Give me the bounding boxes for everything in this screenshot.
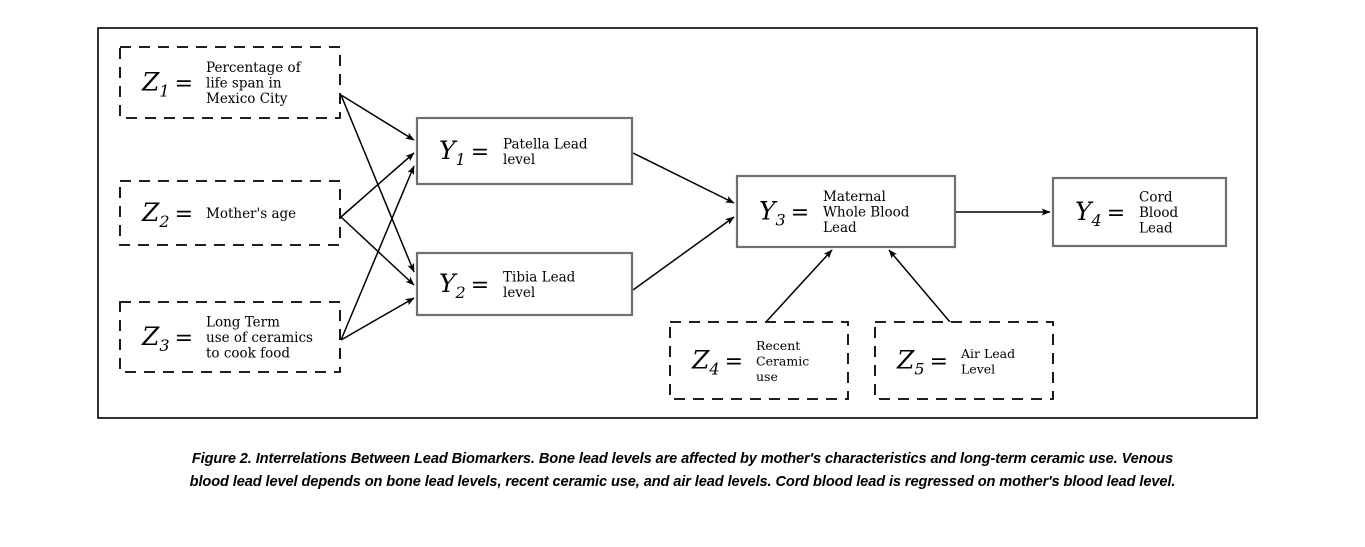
node-symbol-z5: Z5= xyxy=(896,346,948,379)
node-description-z2: Mother's age xyxy=(206,206,296,222)
edge-y1-to-y3 xyxy=(632,152,735,204)
node-box-z1 xyxy=(119,46,341,119)
edge-z5-to-y3 xyxy=(888,249,951,323)
node-box-z4 xyxy=(669,321,849,400)
node-symbol-z1: Z1= xyxy=(141,68,193,101)
node-box-y1 xyxy=(415,116,634,186)
node-box-z3 xyxy=(119,301,341,373)
node-box-y4 xyxy=(1051,176,1228,248)
edge-layer xyxy=(340,94,1051,341)
edge-z2-to-y2 xyxy=(340,216,415,286)
node-box-z5 xyxy=(874,321,1054,400)
caption-line-1: Figure 2. Interrelations Between Lead Bi… xyxy=(191,451,1174,467)
node-box-y2 xyxy=(415,251,634,317)
caption-line-2: blood lead level depends on bone lead le… xyxy=(189,474,1176,490)
edge-y2-to-y3 xyxy=(632,216,735,291)
node-box-z2 xyxy=(119,180,341,246)
figure-caption: Figure 2. Interrelations Between Lead Bi… xyxy=(0,448,1365,494)
edge-z1-to-y1 xyxy=(340,94,415,141)
edge-z3-to-y1 xyxy=(340,165,415,341)
edge-z4-to-y3 xyxy=(765,249,833,323)
figure-frame xyxy=(97,27,1258,419)
edge-z2-to-y1 xyxy=(340,152,415,218)
edge-z3-to-y2 xyxy=(340,297,415,341)
node-z2[interactable]: Z2=Mother's age xyxy=(119,180,341,246)
node-box-y3 xyxy=(735,174,957,249)
edge-z1-to-y2 xyxy=(340,94,415,273)
